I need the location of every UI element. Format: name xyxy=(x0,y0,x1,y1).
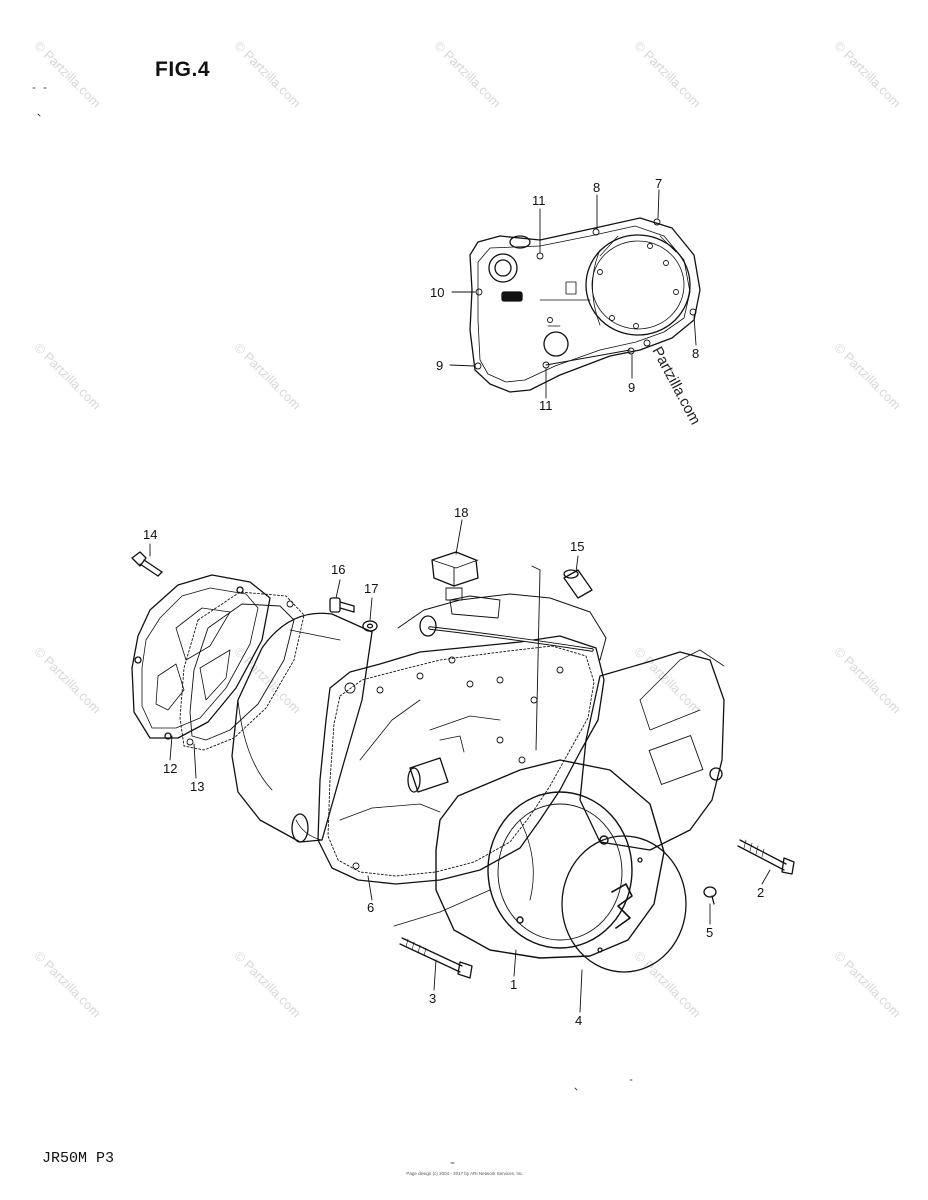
callout-7: 7 xyxy=(655,176,662,191)
part-14-bolt xyxy=(131,551,163,577)
model-code: JR50M P3 xyxy=(42,1150,115,1167)
callout-4: 4 xyxy=(575,1013,582,1028)
callout-11-bottom: 11 xyxy=(539,398,553,413)
part-5-screw xyxy=(703,886,717,905)
callout-12: 12 xyxy=(163,761,177,776)
callout-6: 6 xyxy=(367,900,374,915)
figure-title: FIG.4 xyxy=(155,58,211,81)
callout-13: 13 xyxy=(190,779,204,794)
callout-9-bottom: 9 xyxy=(628,380,635,395)
part-16-bolt xyxy=(329,597,355,613)
callout-5: 5 xyxy=(706,925,713,940)
part-13-gasket xyxy=(179,591,305,751)
part-1-clutch-cover xyxy=(435,759,665,959)
callout-15: 15 xyxy=(570,539,584,554)
copyright-notice: Page design (c) 2004 - 2017 by ARI Netwo… xyxy=(406,1171,524,1176)
part-18-oil-cap xyxy=(431,551,479,601)
crankcase-upper-body xyxy=(397,565,607,751)
callout-10: 10 xyxy=(430,285,444,300)
part-4-inspection-plate xyxy=(561,835,687,973)
stator-coil xyxy=(231,612,373,843)
part-17-washer xyxy=(362,620,378,632)
callout-14: 14 xyxy=(143,527,157,542)
callout-17: 17 xyxy=(364,581,378,596)
part-15-dowel-pin xyxy=(563,569,593,599)
part-3-bolt xyxy=(399,937,473,979)
callout-18: 18 xyxy=(454,505,468,520)
callout-8-top: 8 xyxy=(593,180,600,195)
part-2-bolt xyxy=(737,839,795,875)
callout-8-right: 8 xyxy=(692,346,699,361)
callout-9-left: 9 xyxy=(436,358,443,373)
leader-lines xyxy=(149,519,771,1013)
callout-1: 1 xyxy=(510,977,517,992)
part-12-cover-plate xyxy=(131,574,271,740)
crankcase-cover-extension xyxy=(579,649,725,851)
assembly-guide-lines xyxy=(393,889,491,927)
part-6-crankcase-gasket xyxy=(317,635,605,885)
callout-16: 16 xyxy=(331,562,345,577)
crankcase-cover-inner-view xyxy=(449,189,701,399)
callout-11-top: 11 xyxy=(532,193,546,208)
callout-3: 3 xyxy=(429,991,436,1006)
callout-2: 2 xyxy=(757,885,764,900)
callout-labels: 11 8 7 10 8 9 9 11 18 14 15 16 17 12 13 … xyxy=(143,176,764,1028)
